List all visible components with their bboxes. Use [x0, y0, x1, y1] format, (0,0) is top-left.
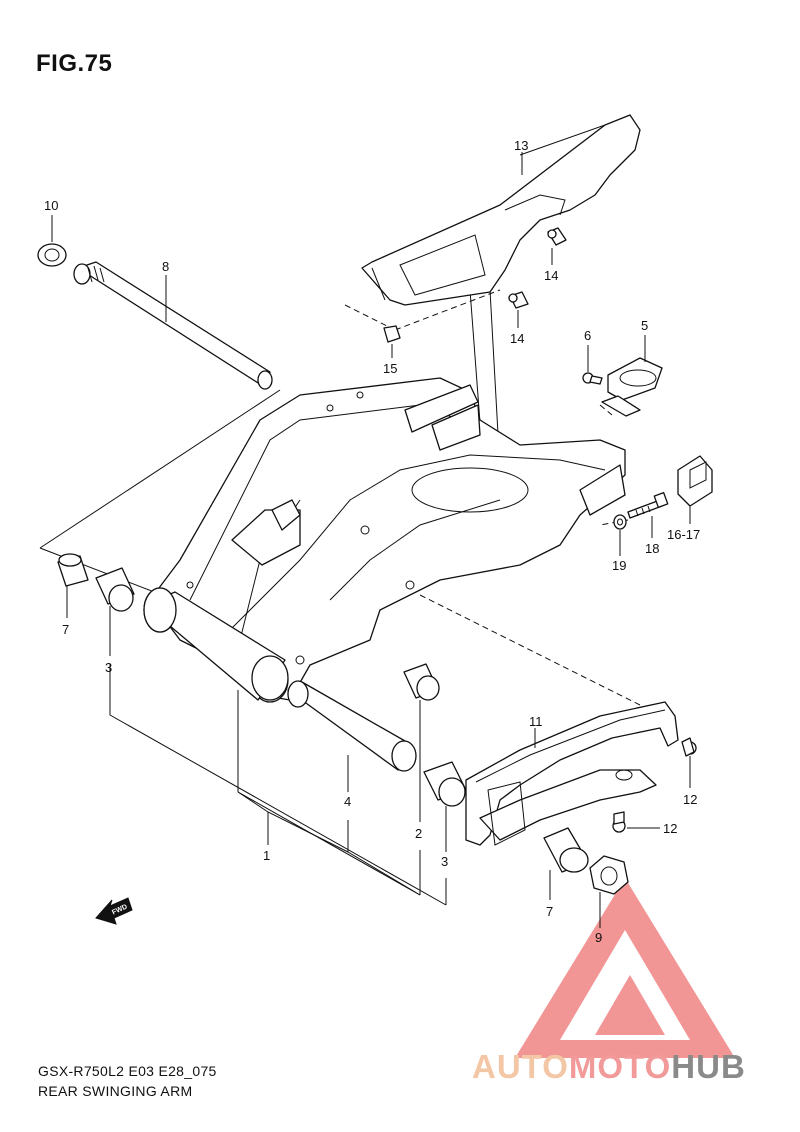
- part-8-axle: [73, 261, 273, 390]
- watermark-moto: MOTO: [568, 1048, 672, 1085]
- fwd-arrow: FWD: [95, 897, 133, 925]
- part-12-bolts: [612, 737, 697, 833]
- callout-10: 10: [44, 198, 58, 213]
- callout-11: 11: [529, 714, 543, 729]
- callout-13: 13: [514, 138, 528, 153]
- watermark-auto: AUTO: [472, 1048, 569, 1085]
- part-14-bolts: [508, 227, 567, 328]
- figure-title: FIG.75: [36, 50, 113, 77]
- callout-18: 18: [645, 541, 659, 556]
- part-13-chain-guard: [361, 114, 641, 306]
- callout-2: 2: [415, 826, 422, 841]
- part-15-clip: [383, 325, 401, 358]
- callout-8: 8: [162, 259, 169, 274]
- part-9-nut: [589, 855, 629, 928]
- part-1-leader-bracket: [109, 664, 447, 906]
- callout-12b: 12: [663, 821, 677, 836]
- part-18-bolt: [627, 492, 669, 538]
- callout-3b: 3: [441, 854, 448, 869]
- callout-4: 4: [344, 794, 351, 809]
- watermark-hub: HUB: [671, 1048, 746, 1085]
- part-2-needle-bearing: [403, 663, 440, 822]
- callout-labels: 10 8 13 14 14 15 6 5 16-17 18 19 7 3 11 …: [44, 138, 700, 945]
- part-7-collar-left: [57, 553, 89, 618]
- footer-model-code: GSX-R750L2 E03 E28_075: [38, 1063, 217, 1079]
- callout-14b: 14: [510, 331, 524, 346]
- callout-16-17: 16-17: [667, 527, 700, 542]
- watermark-logo: [515, 878, 735, 1058]
- part-3-bearing-left: [95, 567, 135, 656]
- part-7-collar-right: [543, 827, 589, 900]
- part-3-bearing-right: [423, 761, 467, 852]
- callout-7a: 7: [62, 622, 69, 637]
- footer-figure-name: REAR SWINGING ARM: [38, 1083, 193, 1099]
- part-11-chain-slider: [465, 701, 679, 846]
- part-4-pivot-tube: [287, 680, 417, 792]
- part-10-nut: [37, 215, 67, 267]
- callout-6: 6: [584, 328, 591, 343]
- callout-12a: 12: [683, 792, 697, 807]
- callout-14a: 14: [544, 268, 558, 283]
- callout-15: 15: [383, 361, 397, 376]
- callout-7b: 7: [546, 904, 553, 919]
- callout-9: 9: [595, 930, 602, 945]
- part-1-swingarm: [143, 377, 626, 792]
- callout-3a: 3: [105, 660, 112, 675]
- callout-19: 19: [612, 558, 626, 573]
- callout-5: 5: [641, 318, 648, 333]
- part-16-17-adjuster: [677, 455, 713, 524]
- part-19-washer: [613, 514, 627, 556]
- part-6-bolt: [582, 345, 603, 385]
- part-5-bracket: [601, 335, 663, 417]
- callout-1: 1: [263, 848, 270, 863]
- watermark-text: AUTOMOTOHUB: [472, 1048, 746, 1086]
